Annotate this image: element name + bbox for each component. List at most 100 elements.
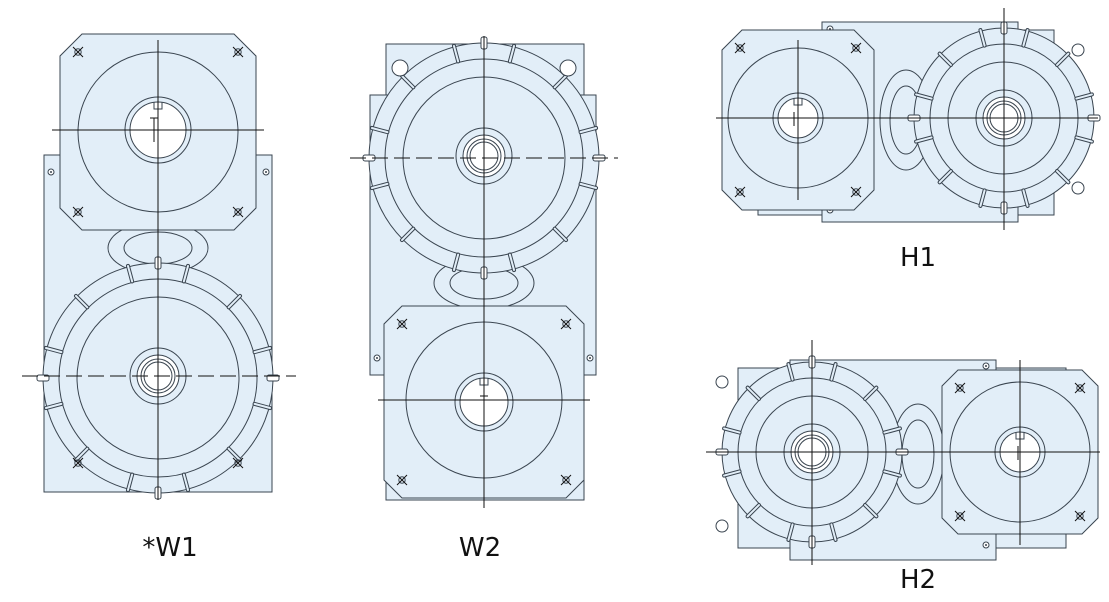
screw-slash: [1074, 510, 1086, 522]
housing-rib-fill: [938, 52, 952, 66]
housing-rib-fill: [938, 170, 952, 184]
label-w2: W2: [458, 533, 502, 563]
mount-hole-icon: [982, 362, 990, 370]
screw-icon: [734, 42, 746, 54]
housing-rib-fill: [452, 44, 460, 63]
screw-head: [562, 476, 570, 484]
lifting-hole: [1071, 43, 1085, 57]
screw-icon: [734, 186, 746, 198]
housing-rib-fill: [126, 473, 134, 492]
housing-rib-fill: [44, 346, 63, 354]
housing-rib-fill: [723, 427, 741, 434]
housing-rib-fill: [830, 363, 837, 381]
housing-rib-fill: [182, 473, 190, 492]
housing-rib-fill: [746, 386, 760, 400]
screw-icon: [954, 382, 966, 394]
screw-slash: [560, 474, 572, 486]
mount-hole-icon: [262, 168, 270, 176]
screw-icon: [232, 46, 244, 58]
screw-head: [1076, 384, 1084, 392]
screw-head: [1076, 512, 1084, 520]
mount-hole-icon: [982, 541, 990, 549]
screw-icon: [232, 457, 244, 469]
screw-slash: [72, 457, 84, 469]
screw-slash: [560, 318, 572, 330]
screw-icon: [72, 206, 84, 218]
screw-icon: [396, 474, 408, 486]
figure-h2: [706, 340, 1100, 565]
screw-slash: [850, 186, 862, 198]
screw-icon: [560, 318, 572, 330]
screw-icon: [1074, 382, 1086, 394]
housing-rib-fill: [508, 44, 516, 63]
lifting-hole: [391, 59, 409, 77]
screw-head: [736, 44, 744, 52]
screw-head: [74, 208, 82, 216]
housing-rib-fill: [253, 346, 272, 354]
mount-hole-icon: [373, 354, 381, 362]
housing-rib-fill: [979, 29, 986, 47]
screw-head: [234, 208, 242, 216]
housing-rib-fill: [864, 386, 878, 400]
figure-h1: [716, 8, 1101, 230]
screw-slash: [954, 382, 966, 394]
housing-rib-fill: [1022, 29, 1029, 47]
lifting-hole: [715, 519, 729, 533]
screw-head: [234, 459, 242, 467]
housing-rib-fill: [44, 402, 63, 410]
housing-rib-fill: [1056, 52, 1070, 66]
screw-slash: [734, 42, 746, 54]
screw-icon: [1074, 510, 1086, 522]
mount-hole-icon: [586, 354, 594, 362]
screw-head: [852, 44, 860, 52]
screw-head: [74, 48, 82, 56]
figure-w2: [350, 36, 618, 508]
mount-hole-center: [50, 171, 52, 173]
screw-head: [234, 48, 242, 56]
housing-rib-fill: [253, 402, 272, 410]
screw-slash: [396, 318, 408, 330]
housing-rib-fill: [1056, 170, 1070, 184]
screw-slash: [954, 510, 966, 522]
housing-rib-fill: [746, 504, 760, 518]
housing-rib-fill: [126, 264, 134, 283]
screw-slash: [232, 457, 244, 469]
lifting-hole: [1071, 181, 1085, 195]
screw-head: [736, 188, 744, 196]
screw-slash: [72, 206, 84, 218]
housing-rib-fill: [1075, 93, 1093, 100]
mount-hole-center: [985, 544, 987, 546]
screw-icon: [232, 206, 244, 218]
housing-rib-fill: [1075, 136, 1093, 143]
housing-rib-fill: [227, 294, 242, 309]
housing-rib-fill: [723, 470, 741, 477]
mount-hole-center: [265, 171, 267, 173]
housing-rib-fill: [400, 74, 415, 89]
housing-rib-fill: [787, 523, 794, 541]
screw-head: [74, 459, 82, 467]
label-h1: H1: [899, 243, 937, 273]
screw-head: [956, 512, 964, 520]
housing-rib-fill: [452, 253, 460, 272]
mount-hole-center: [589, 357, 591, 359]
housing-rib-fill: [74, 447, 89, 462]
screw-slash: [1074, 382, 1086, 394]
screw-icon: [72, 457, 84, 469]
screw-slash: [232, 46, 244, 58]
figure-w1: [22, 33, 296, 500]
label-w1: *W1: [142, 533, 198, 563]
screw-icon: [560, 474, 572, 486]
housing-rib-fill: [787, 363, 794, 381]
housing-rib-fill: [864, 504, 878, 518]
screw-slash: [396, 474, 408, 486]
screw-icon: [850, 42, 862, 54]
screw-head: [956, 384, 964, 392]
housing-rib-fill: [915, 136, 933, 143]
screw-head: [852, 188, 860, 196]
housing-rib-fill: [979, 189, 986, 207]
housing-rib-fill: [553, 227, 568, 242]
screw-slash: [72, 46, 84, 58]
screw-icon: [954, 510, 966, 522]
screw-head: [562, 320, 570, 328]
screw-icon: [72, 46, 84, 58]
